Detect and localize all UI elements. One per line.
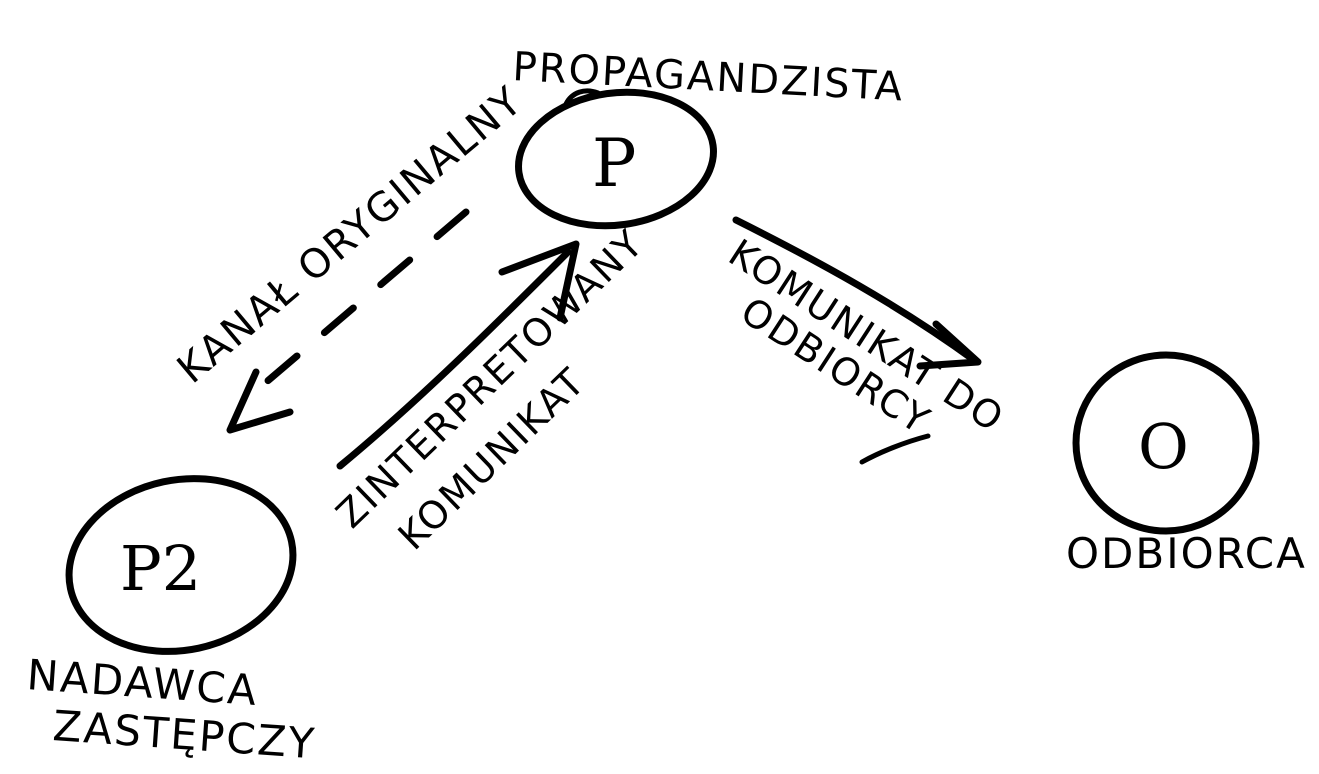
node-recipient-circle: [1072, 351, 1260, 535]
node-recipient: O ODBIORCA: [1066, 351, 1307, 578]
edge-interpreted-message-line: [336, 248, 572, 470]
edge-message-to-recipient: KOMUNIKAT DO ODBIORCY: [721, 216, 1012, 465]
node-propagandist-circle-tail: [563, 88, 601, 107]
node-propagandist-circle: [515, 88, 717, 230]
node-propagandist-symbol: P: [592, 125, 636, 202]
edge-interpreted-message: ZINTERPRETOWANY KOMUNIKAT: [328, 221, 653, 559]
node-recipient-symbol: O: [1138, 410, 1189, 483]
node-surrogate-sender: P2 NADAWCA ZASTĘPCZY: [25, 475, 318, 768]
edge-original-channel-arrowhead: [226, 368, 294, 434]
edge-original-channel-line: [246, 208, 470, 400]
node-propagandist: P PROPAGANDZISTA: [511, 44, 905, 230]
node-surrogate-caption-line2: ZASTĘPCZY: [51, 701, 317, 768]
node-surrogate-circle: [65, 475, 297, 655]
node-recipient-caption: ODBIORCA: [1066, 529, 1307, 578]
edge-message-to-recipient-underline: [859, 433, 931, 465]
edge-message-to-recipient-line: [732, 216, 978, 364]
node-surrogate-symbol: P2: [120, 532, 201, 605]
edge-interpreted-message-arrowhead: [498, 240, 580, 322]
edge-message-to-recipient-arrowhead: [916, 320, 982, 370]
